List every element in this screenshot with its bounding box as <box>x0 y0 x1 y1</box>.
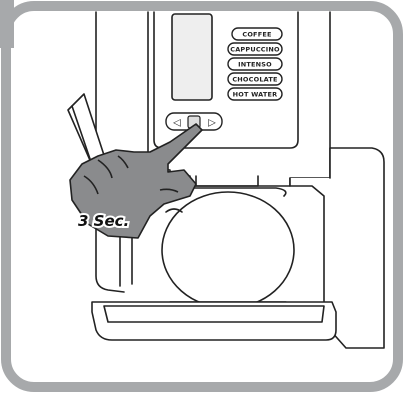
step-tab <box>0 0 14 48</box>
intenso-button[interactable]: INTENSO <box>228 58 282 70</box>
hot-water-button-label: HOT WATER <box>233 91 278 99</box>
drip-tray <box>92 302 336 340</box>
chocolate-button-label: CHOCOLATE <box>232 76 277 84</box>
coffee-button-label: COFFEE <box>242 31 271 39</box>
right-arrow-button[interactable]: ▷ <box>208 118 216 129</box>
carafe-body <box>162 192 294 308</box>
cappuccino-button-label: CAPPUCCINO <box>230 46 280 54</box>
chocolate-button[interactable]: CHOCOLATE <box>228 73 282 85</box>
coffee-button[interactable]: COFFEE <box>232 28 282 40</box>
cappuccino-button[interactable]: CAPPUCCINO <box>228 43 282 55</box>
left-arrow-button[interactable]: ◁ <box>173 118 181 129</box>
display-screen <box>172 14 212 100</box>
hold-duration-label: 3 Sec. <box>78 212 129 230</box>
beverage-button-group: COFFEE CAPPUCCINO INTENSO CHOCOLATE HOT … <box>228 28 282 100</box>
hot-water-button[interactable]: HOT WATER <box>228 88 282 100</box>
intenso-button-label: INTENSO <box>238 61 272 69</box>
